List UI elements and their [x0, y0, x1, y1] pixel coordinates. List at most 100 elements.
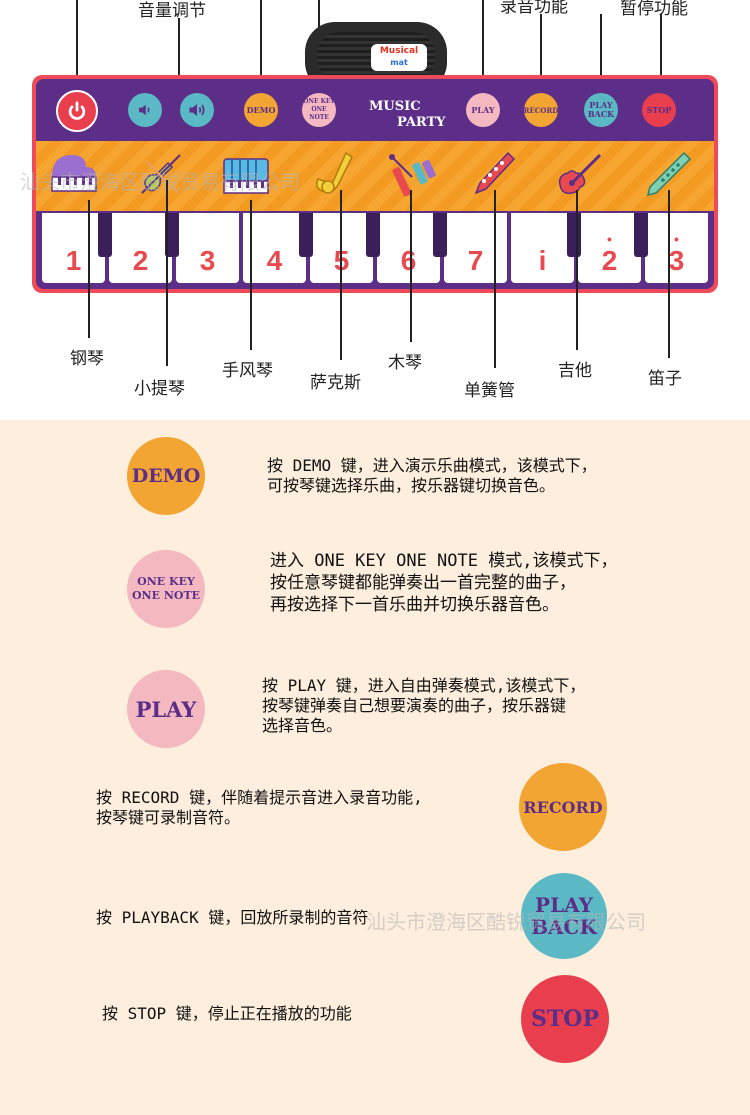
stop-mode-description: 按 STOP 键，停止正在播放的功能: [102, 1004, 352, 1024]
piano-key-3[interactable]: 3: [176, 213, 239, 283]
clarinet-instrument-button[interactable]: [466, 147, 522, 203]
leader-power: [76, 0, 78, 95]
playback-badge-line2: BACK: [531, 915, 597, 939]
black-key[interactable]: [98, 213, 112, 257]
desc-line: 进入 ONE KEY ONE NOTE 模式,该模式下，: [270, 551, 618, 571]
piano-key-5[interactable]: 5: [310, 213, 373, 283]
record-button[interactable]: RECORD: [524, 93, 558, 127]
mode-descriptions: DEMO 按 DEMO 键，进入演示乐曲模式，该模式下， 可按琴键选择乐曲，按乐…: [0, 420, 750, 1115]
music-party-logo: MUSIC PARTY: [369, 99, 445, 131]
desc-line: 按琴键可录制音符。: [96, 808, 241, 827]
flute-instrument-button[interactable]: [640, 147, 696, 203]
key-label: 4: [266, 245, 283, 276]
leader-clarinet: [494, 190, 496, 368]
leader-accordion: [250, 200, 252, 350]
demo-mode-description: 按 DEMO 键，进入演示乐曲模式，该模式下， 可按琴键选择乐曲，按乐器键切换音…: [267, 456, 597, 496]
violin-icon: [141, 154, 181, 194]
black-key[interactable]: [634, 213, 648, 257]
music-party-line2: PARTY: [397, 115, 446, 130]
speaker-logo-line1: Musical: [379, 46, 419, 56]
leader-piano: [88, 200, 90, 338]
playback-button[interactable]: PLAY BACK: [584, 93, 618, 127]
leader-violin: [166, 180, 168, 366]
playback-label: PLAY BACK: [588, 101, 614, 119]
accordion-icon: [223, 158, 269, 194]
power-button[interactable]: [56, 90, 98, 132]
clarinet-icon: [474, 151, 516, 195]
demo-button[interactable]: DEMO: [244, 93, 278, 127]
product-diagram: 音量调节 录音功能 暂停功能 Musical mat: [0, 0, 750, 420]
desc-line: 按任意琴键都能弹奏出一首完整的曲子，: [270, 573, 576, 593]
saxophone-icon: [315, 151, 353, 194]
demo-badge-label: DEMO: [131, 465, 201, 487]
piano-key-1[interactable]: 1: [42, 213, 105, 283]
desc-line: 按琴键弹奏自己想要演奏的曲子，按乐器键: [262, 696, 567, 715]
one-key-label-line2: ONE NOTE: [309, 106, 329, 121]
stop-badge-label: STOP: [531, 1006, 599, 1032]
one-key-badge-line2: ONE NOTE: [131, 589, 201, 602]
xylophone-icon: [389, 154, 436, 197]
volume-up-button[interactable]: [180, 93, 214, 127]
playback-label-line1: PLAY: [589, 100, 613, 110]
xylophone-instrument-button[interactable]: [386, 147, 442, 203]
piano-key-7[interactable]: 7: [444, 213, 507, 283]
keyboard: 1 2 3 4 5 6 7 i •2 •3: [36, 213, 714, 289]
desc-line: 按 STOP 键，停止正在播放的功能: [102, 1004, 352, 1023]
callout-record: 录音功能: [500, 0, 568, 17]
guitar-instrument-button[interactable]: [552, 147, 608, 203]
label-piano: 钢琴: [70, 349, 104, 369]
key-label: 3: [199, 245, 216, 276]
volume-down-button[interactable]: [128, 93, 162, 127]
piano-key-4[interactable]: 4: [243, 213, 306, 283]
desc-line: 选择音色。: [262, 716, 343, 735]
control-bar: DEMO ONE KEY ONE NOTE MUSIC PARTY PLAY R…: [36, 79, 714, 139]
demo-button-label: DEMO: [246, 104, 276, 115]
playback-mode-description: 按 PLAYBACK 键，回放所录制的音符: [96, 908, 368, 928]
leader-play: [482, 0, 484, 95]
high-dot: •: [607, 231, 612, 247]
black-key[interactable]: [433, 213, 447, 257]
key-label: 6: [400, 245, 417, 276]
label-saxophone: 萨克斯: [310, 373, 361, 393]
black-key[interactable]: [366, 213, 380, 257]
speaker-logo: Musical mat: [371, 44, 427, 71]
key-label: i: [538, 245, 547, 276]
key-label: 5: [310, 245, 373, 277]
leader-xylophone: [410, 190, 412, 342]
callout-stop: 暂停功能: [620, 0, 688, 19]
piano-instrument-button[interactable]: [46, 147, 102, 203]
stop-button-label: STOP: [646, 104, 672, 115]
piano-key-6[interactable]: 6: [377, 213, 440, 283]
leader-record: [540, 14, 542, 98]
saxophone-instrument-button[interactable]: [306, 147, 362, 203]
piano-key-9[interactable]: •2: [578, 213, 641, 283]
violin-instrument-button[interactable]: [134, 147, 190, 203]
one-key-badge-label: ONE KEY ONE NOTE: [132, 575, 200, 603]
desc-line: 再按选择下一首乐曲并切换乐器音色。: [270, 595, 559, 615]
key-label: 3: [668, 245, 685, 276]
desc-line: 按 DEMO 键，进入演示乐曲模式，该模式下，: [267, 456, 597, 475]
black-key[interactable]: [299, 213, 313, 257]
volume-up-icon: [189, 104, 205, 116]
high-dot: •: [674, 231, 679, 247]
record-badge-label: RECORD: [523, 797, 603, 817]
one-key-label: ONE KEY ONE NOTE: [302, 98, 336, 122]
one-key-one-note-button[interactable]: ONE KEY ONE NOTE: [302, 93, 336, 127]
black-key[interactable]: [567, 213, 581, 257]
key-label: 7: [467, 245, 484, 276]
play-button[interactable]: PLAY: [466, 93, 500, 127]
piano-key-8[interactable]: i: [511, 213, 574, 283]
one-key-badge-line1: ONE KEY: [137, 575, 195, 588]
power-icon: [68, 101, 86, 120]
accordion-instrument-button[interactable]: [218, 147, 274, 203]
playback-mode-badge: PLAY BACK: [521, 873, 607, 959]
stop-button[interactable]: STOP: [642, 93, 676, 127]
stop-mode-badge: STOP: [521, 975, 609, 1063]
label-xylophone: 木琴: [388, 353, 422, 373]
black-key[interactable]: [165, 213, 179, 257]
piano-key-10[interactable]: •3: [645, 213, 708, 283]
play-mode-badge: PLAY: [127, 670, 205, 748]
mat-inner: DEMO ONE KEY ONE NOTE MUSIC PARTY PLAY R…: [36, 79, 714, 289]
piano-key-2[interactable]: 2: [109, 213, 172, 283]
key-label: 2: [132, 245, 149, 276]
